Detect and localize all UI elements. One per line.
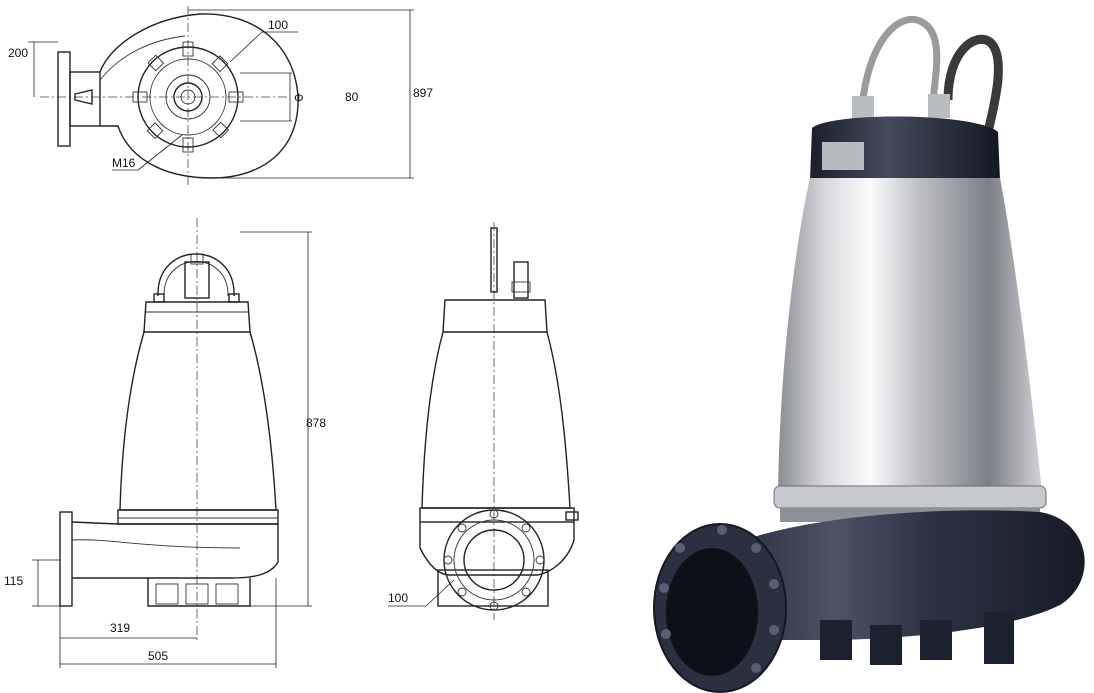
side-view-drawing bbox=[32, 218, 312, 668]
overall-width-label: 505 bbox=[148, 649, 168, 663]
top-view-drawing bbox=[28, 6, 414, 186]
overall-height-label: 878 bbox=[306, 416, 326, 430]
pump-photo bbox=[653, 15, 1085, 693]
outlet-diameter-label: 100 bbox=[388, 591, 408, 605]
front-view-drawing bbox=[388, 222, 579, 620]
phi-label: Φ bbox=[294, 91, 304, 105]
circle-diameter-label: 80 bbox=[345, 90, 359, 104]
offset-label: 200 bbox=[8, 46, 28, 60]
motor-housing bbox=[778, 178, 1042, 492]
flange-height-label: 115 bbox=[4, 574, 23, 588]
inlet-diameter-label: 100 bbox=[268, 18, 288, 32]
cable-gray bbox=[858, 15, 941, 111]
center-distance-label: 319 bbox=[110, 621, 130, 635]
cable-black bbox=[943, 34, 1003, 142]
plan-height-label: 897 bbox=[413, 86, 433, 100]
bolt-label: M16 bbox=[112, 156, 136, 170]
volute-casing bbox=[700, 510, 1085, 640]
